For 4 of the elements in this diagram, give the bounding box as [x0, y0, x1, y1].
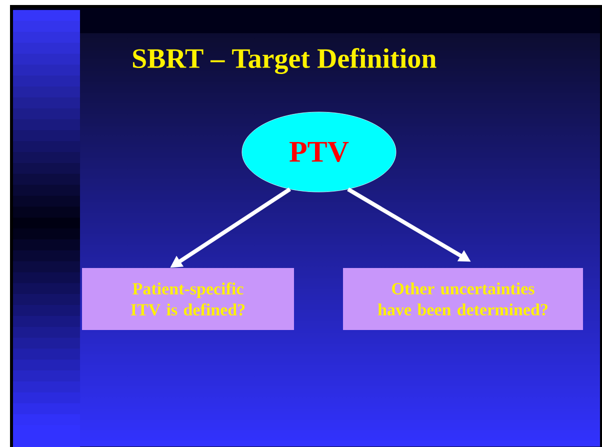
- title: SBRT – Target Definition: [133, 48, 436, 74]
- question-box: Other uncertainties have been determined?: [343, 268, 583, 330]
- question-box: Patient-specific ITV is defined?: [82, 268, 294, 330]
- ellipse-node: PTV: [242, 112, 396, 192]
